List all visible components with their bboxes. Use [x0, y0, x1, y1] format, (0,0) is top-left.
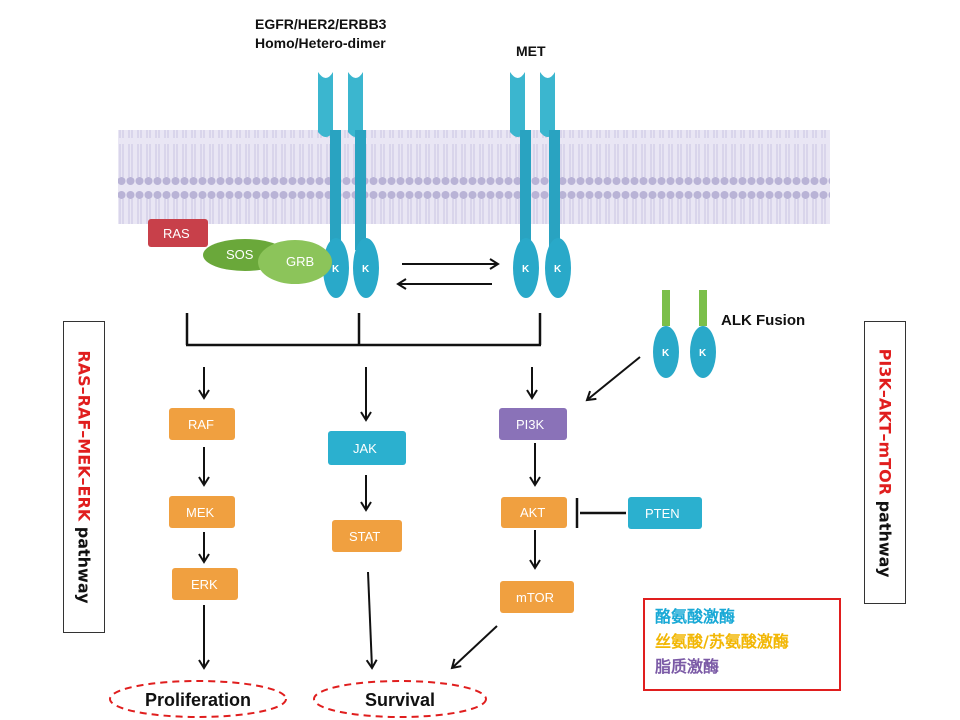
met-k-label-right: K — [554, 264, 562, 275]
pten-label: PTEN — [645, 506, 680, 521]
erk-label: ERK — [191, 577, 218, 592]
sos-label: SOS — [226, 247, 254, 262]
pten-inhibition — [575, 498, 626, 528]
pi3k-label: PI3K — [516, 417, 545, 432]
egfr-kinase-domain-right — [353, 238, 379, 298]
right-pathway-box: PI3K–AKT–mTOR pathway — [864, 321, 906, 604]
alk-kinase-domain-left — [653, 326, 679, 378]
egfr-kinase-domain-left — [323, 238, 349, 298]
survival-label: Survival — [365, 690, 435, 710]
ras-label: RAS — [163, 226, 190, 241]
mtor-label: mTOR — [516, 590, 554, 605]
alk-fusion-receptor: K K — [653, 290, 716, 378]
node-stat: STAT — [332, 520, 402, 552]
right-pathway-label: PI3K–AKT–mTOR pathway — [876, 348, 895, 577]
arrow-mtor-to-survival — [450, 625, 498, 670]
legend-ser-thr-kinase: 丝氨酸/苏氨酸激酶 — [655, 632, 789, 651]
akt-label: AKT — [520, 505, 545, 520]
alk-k-label-left: K — [662, 348, 670, 359]
met-receptor-dimer: K K — [510, 72, 571, 298]
met-k-label-left: K — [522, 264, 530, 275]
grb-label: GRB — [286, 254, 314, 269]
alk-kinase-domain-right — [690, 326, 716, 378]
met-kinase-domain-left — [513, 238, 539, 298]
stat-label: STAT — [349, 529, 380, 544]
kinase-legend: 酪氨酸激酶 丝氨酸/苏氨酸激酶 脂质激酶 — [643, 598, 841, 691]
node-mek: MEK — [169, 496, 235, 528]
node-pi3k: PI3K — [499, 408, 567, 440]
node-mtor: mTOR — [500, 581, 574, 613]
right-pathway-name: PI3K–AKT–mTOR — [875, 348, 895, 495]
adaptor-complex: RAS SOS GRB — [148, 219, 332, 284]
legend-lipid-kinase: 脂质激酶 — [655, 657, 720, 676]
legend-tyrosine-kinase: 酪氨酸激酶 — [655, 607, 736, 626]
grb-shape — [258, 240, 332, 284]
left-pathway-name: RAS–RAF–MEK–ERK — [74, 350, 94, 522]
outcome-survival: Survival — [313, 680, 487, 718]
node-erk: ERK — [172, 568, 238, 600]
jak-label: JAK — [353, 441, 377, 456]
node-akt: AKT — [501, 497, 567, 528]
met-label: MET — [516, 43, 546, 59]
cell-membrane — [118, 130, 830, 224]
egfr-receptor-dimer: K K — [318, 72, 379, 298]
node-raf: RAF — [169, 408, 235, 440]
node-jak: JAK — [328, 431, 406, 465]
signal-bracket — [185, 313, 542, 347]
alk-fusion-label: ALK Fusion — [721, 312, 805, 329]
node-pten: PTEN — [628, 497, 702, 529]
egfr-k-label-right: K — [362, 264, 370, 275]
alk-to-pi3k-arrow — [585, 356, 641, 402]
egfr-label-line2: Homo/Hetero-dimer — [255, 35, 386, 51]
ras-box — [148, 219, 208, 247]
met-kinase-domain-right — [545, 238, 571, 298]
left-pathway-label: RAS–RAF–MEK–ERK pathway — [75, 350, 94, 603]
raf-label: RAF — [188, 417, 214, 432]
mek-label: MEK — [186, 505, 215, 520]
alk-k-label-right: K — [699, 348, 707, 359]
egfr-label-line1: EGFR/HER2/ERBB3 — [255, 16, 387, 32]
arrow-stat-to-survival — [365, 571, 378, 670]
right-pathway-suffix: pathway — [875, 494, 895, 577]
left-pathway-suffix: pathway — [74, 521, 94, 604]
proliferation-label: Proliferation — [145, 690, 251, 710]
egfr-k-label-left: K — [332, 264, 340, 275]
outcome-proliferation: Proliferation — [109, 680, 287, 718]
left-pathway-box: RAS–RAF–MEK–ERK pathway — [63, 321, 105, 633]
